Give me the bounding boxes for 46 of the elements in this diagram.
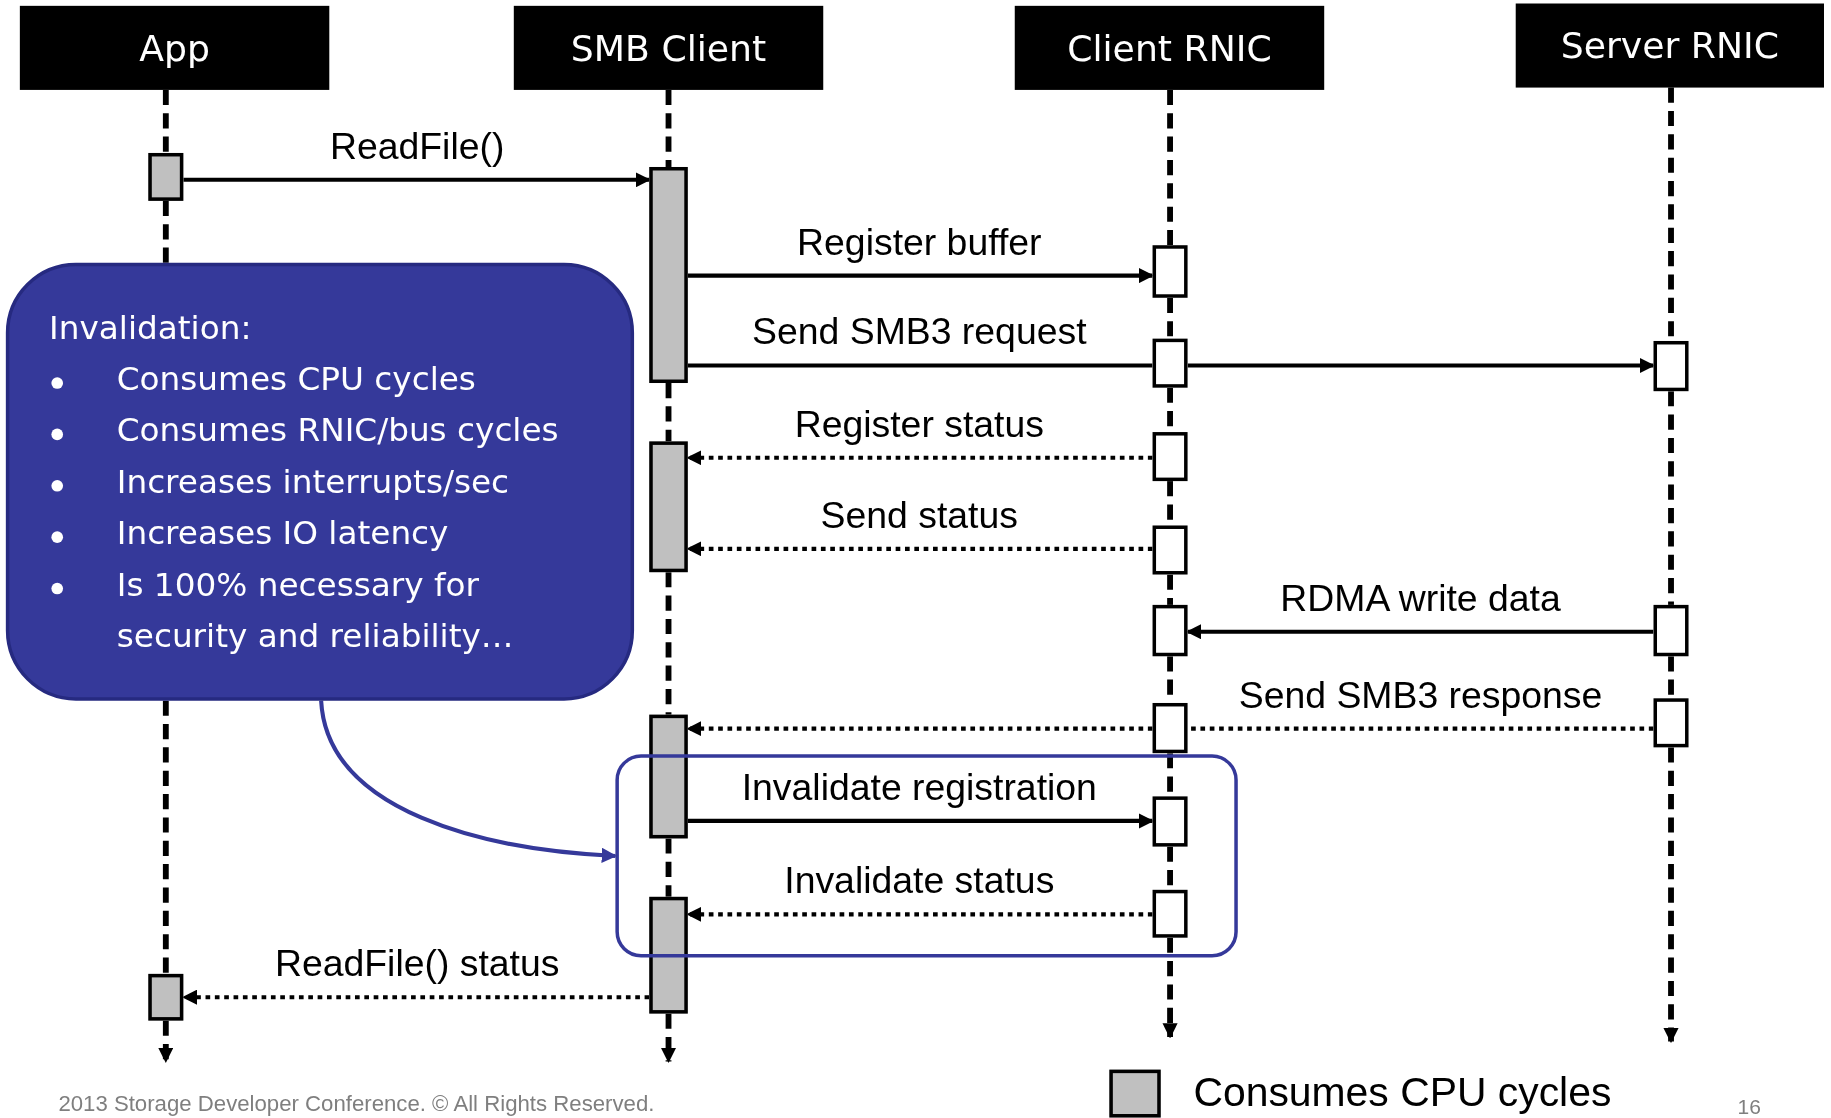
activation-box [1653, 341, 1689, 392]
lifeline-arrow [660, 1013, 677, 1063]
callout-bubble [5, 262, 635, 701]
message-arrow [1187, 357, 1655, 374]
callout-heading: Invalidation: [49, 308, 253, 347]
message-arrow [687, 813, 1155, 829]
activation-bar [148, 973, 184, 1021]
activation-box [1152, 525, 1188, 575]
activation-bar [649, 714, 688, 839]
page-number: 16 [1737, 1095, 1761, 1118]
activation-bar [649, 441, 688, 573]
legend-text: Consumes CPU cycles [1193, 1068, 1612, 1116]
bullet-text: Is 100% necessary for security and reliability… [116, 564, 514, 655]
message-arrow [1186, 624, 1654, 640]
message-arrow [686, 721, 1153, 737]
activation-bar [649, 167, 688, 383]
message-arrow [686, 541, 1153, 557]
bullet-text: Increases interrupts/sec [116, 462, 510, 501]
footer-text: 2013 Storage Developer Conference. © All Rights Reserved. [58, 1091, 655, 1117]
message-arrow [687, 268, 1155, 284]
activation-box [1653, 698, 1689, 748]
bullet-text: Consumes CPU cycles [116, 359, 476, 399]
message-arrow [183, 172, 651, 188]
message-arrow [319, 700, 617, 863]
lifeline-header: SMB Client [513, 5, 824, 90]
activation-box [1152, 796, 1188, 847]
message-arrow [686, 906, 1153, 922]
activation-box [1152, 702, 1188, 754]
activation-box [1152, 245, 1188, 298]
lifeline-arrow [158, 1020, 174, 1063]
activation-box [1152, 889, 1188, 938]
activation-box [1653, 604, 1689, 657]
lifeline-arrow [1162, 937, 1178, 1039]
message-arrow [181, 989, 650, 1005]
lifeline-header: Server RNIC [1515, 3, 1824, 88]
lifeline-header: App [19, 5, 330, 90]
activation-box [1152, 432, 1188, 482]
lifeline-arrow [1663, 747, 1679, 1044]
lifeline-header: Client RNIC [1014, 5, 1325, 90]
bullet-text: Consumes RNIC/bus cycles [116, 411, 559, 450]
message-arrow [686, 450, 1153, 466]
activation-bar [148, 152, 184, 201]
activation-box [1152, 338, 1188, 388]
bullet-text: Increases IO latency [116, 513, 449, 553]
activation-bar [649, 896, 688, 1014]
activation-box [1152, 604, 1188, 657]
